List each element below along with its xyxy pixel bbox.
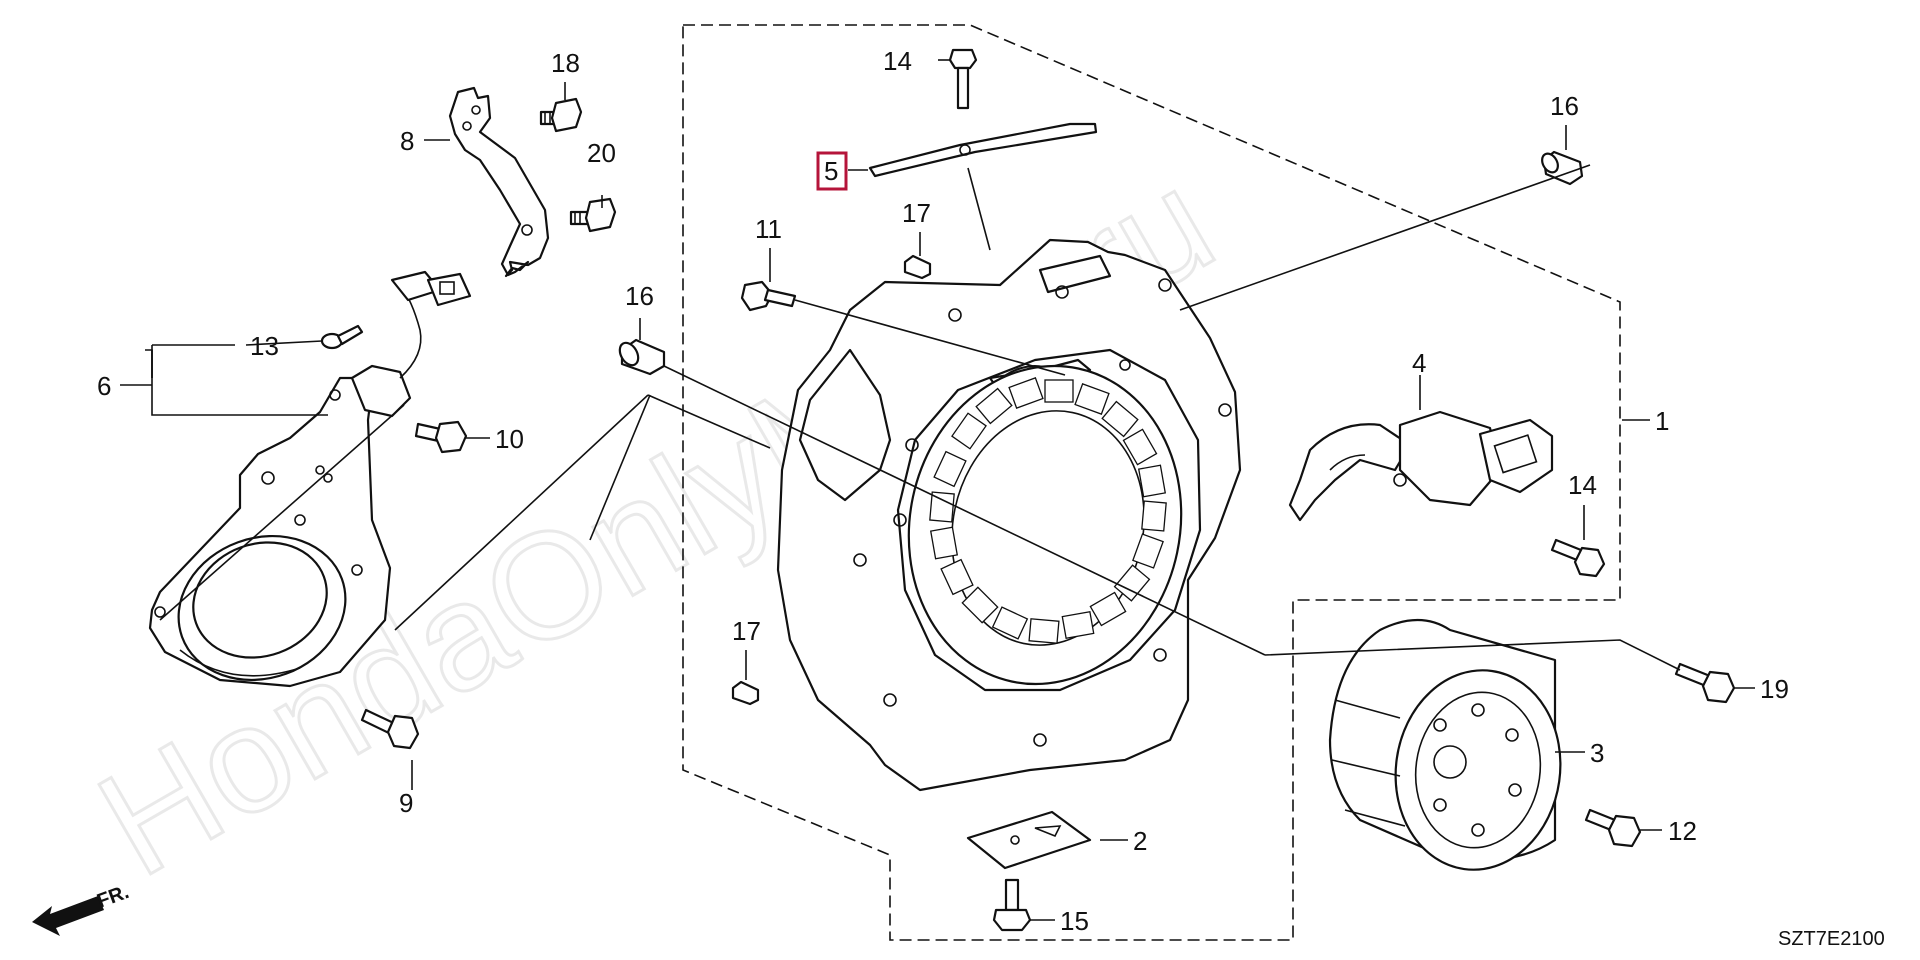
bolt-part-9[interactable]	[360, 708, 420, 750]
callout-3[interactable]: 3	[1590, 738, 1604, 768]
callout-4[interactable]: 4	[1412, 348, 1426, 378]
front-arrow-icon	[32, 896, 104, 936]
dowel-part-17-bottom[interactable]	[731, 680, 760, 706]
callout-19[interactable]: 19	[1760, 674, 1789, 704]
callout-18[interactable]: 18	[551, 48, 580, 78]
callout-5[interactable]: 5	[824, 156, 838, 186]
callout-5-highlight-box	[816, 151, 848, 191]
leader-lines	[120, 59, 1755, 921]
callout-17-bottom[interactable]: 17	[732, 616, 761, 646]
front-label: FR.	[94, 881, 132, 913]
plate-part-2[interactable]	[966, 810, 1092, 870]
callout-14-top[interactable]: 14	[883, 46, 912, 76]
bolt-part-10[interactable]	[414, 420, 468, 454]
bolt-part-14-top[interactable]	[948, 48, 978, 110]
callout-14-right[interactable]: 14	[1568, 470, 1597, 500]
callout-17-top[interactable]: 17	[902, 198, 931, 228]
callout-16-left[interactable]: 16	[625, 281, 654, 311]
bolt-part-15[interactable]	[992, 878, 1032, 932]
clip-part-13[interactable]	[320, 324, 364, 350]
callout-13[interactable]: 13	[250, 331, 279, 361]
bolt-part-11[interactable]	[740, 280, 797, 312]
callout-15[interactable]: 15	[1060, 906, 1089, 936]
callout-16-right[interactable]: 16	[1550, 91, 1579, 121]
bolt-part-19[interactable]	[1674, 662, 1736, 704]
callouts: 1 2 3 4 5 6 8 9 10 11 12 13 14 14 15 16 …	[97, 46, 1789, 936]
bolt-part-12[interactable]	[1584, 808, 1642, 848]
callout-9[interactable]: 9	[399, 788, 413, 818]
front-indicator: FR.	[32, 881, 132, 936]
cover-plate-part-6[interactable]	[148, 270, 472, 703]
callout-20[interactable]: 20	[587, 138, 616, 168]
stator-windings	[929, 377, 1167, 644]
dowel-part-16-right[interactable]	[1539, 150, 1584, 186]
gasket-part-5[interactable]	[868, 122, 1098, 178]
callout-2[interactable]: 2	[1133, 826, 1147, 856]
callout-1[interactable]: 1	[1655, 406, 1669, 436]
callout-12[interactable]: 12	[1668, 816, 1697, 846]
dowel-part-16-left[interactable]	[616, 338, 666, 376]
bracket-part-8[interactable]	[448, 86, 550, 278]
rotor-part-3[interactable]	[1328, 619, 1573, 880]
bolt-part-20[interactable]	[569, 197, 617, 233]
bolt-part-14-right[interactable]	[1550, 538, 1606, 578]
diagram-code: SZT7E2100	[1778, 928, 1885, 950]
callout-6[interactable]: 6	[97, 371, 111, 401]
callout-11[interactable]: 11	[755, 214, 782, 244]
bolt-part-18[interactable]	[539, 97, 583, 133]
motor-housing-part-1[interactable]	[776, 238, 1242, 792]
callout-8[interactable]: 8	[400, 126, 414, 156]
callout-10[interactable]: 10	[495, 424, 524, 454]
connector-part-4[interactable]	[1288, 410, 1554, 522]
assembly-boundary	[682, 24, 1621, 941]
dowel-part-17-top[interactable]	[903, 254, 932, 280]
